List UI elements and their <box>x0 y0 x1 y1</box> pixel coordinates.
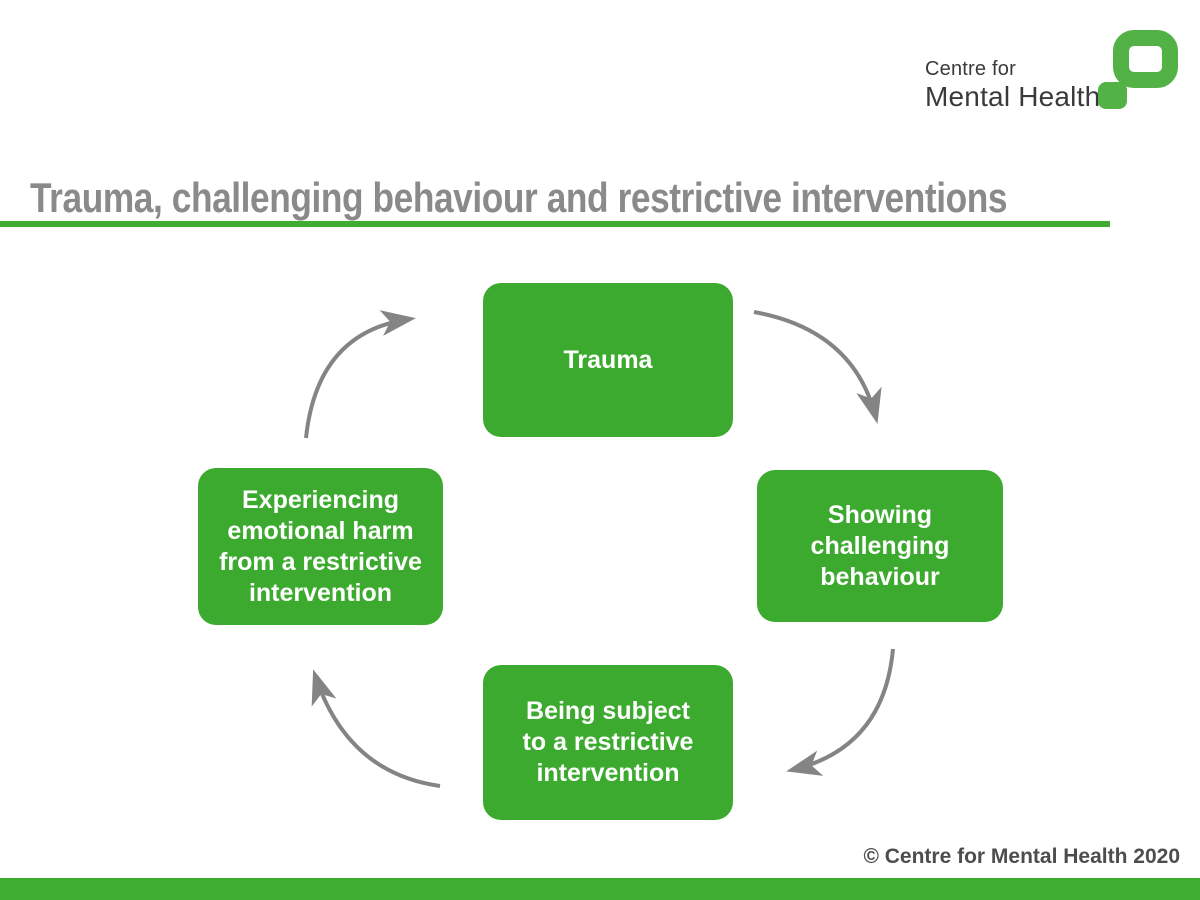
cycle-node-showing-challenging-behaviour: Showing challenging behaviour <box>757 470 1003 622</box>
logo-line-2: Mental Health <box>925 81 1101 112</box>
bottom-green-bar <box>0 878 1200 900</box>
logo-ring-shape <box>1113 30 1178 88</box>
logo-square-shape <box>1098 82 1127 109</box>
centre-for-mental-health-logo-text: Centre for Mental Health <box>925 58 1100 113</box>
centre-for-mental-health-logo-icon <box>1096 30 1180 110</box>
cycle-node-label: Trauma <box>563 345 653 374</box>
page-title: Trauma, challenging behaviour and restri… <box>30 174 1008 221</box>
cycle-node-label: Experiencing emotional harm from a restr… <box>219 485 422 607</box>
title-underline <box>0 221 1110 227</box>
logo-line-1: Centre for <box>925 58 1016 80</box>
cycle-node-label: Showing challenging behaviour <box>810 500 950 591</box>
arrow-challenging-behaviour-to-restrictive-intervention <box>786 648 895 776</box>
cycle-node-trauma: Trauma <box>483 283 733 437</box>
cycle-node-experiencing-emotional-harm: Experiencing emotional harm from a restr… <box>198 468 443 625</box>
arrow-emotional-harm-to-trauma <box>304 310 416 439</box>
arrow-trauma-to-challenging-behaviour <box>753 310 882 424</box>
cycle-node-label: Being subject to a restrictive intervent… <box>522 697 694 787</box>
cycle-node-being-subject-to-restrictive-intervention: Being subject to a restrictive intervent… <box>483 665 733 820</box>
arrow-restrictive-intervention-to-emotional-harm <box>311 669 441 788</box>
copyright-text: © Centre for Mental Health 2020 <box>863 845 1180 868</box>
